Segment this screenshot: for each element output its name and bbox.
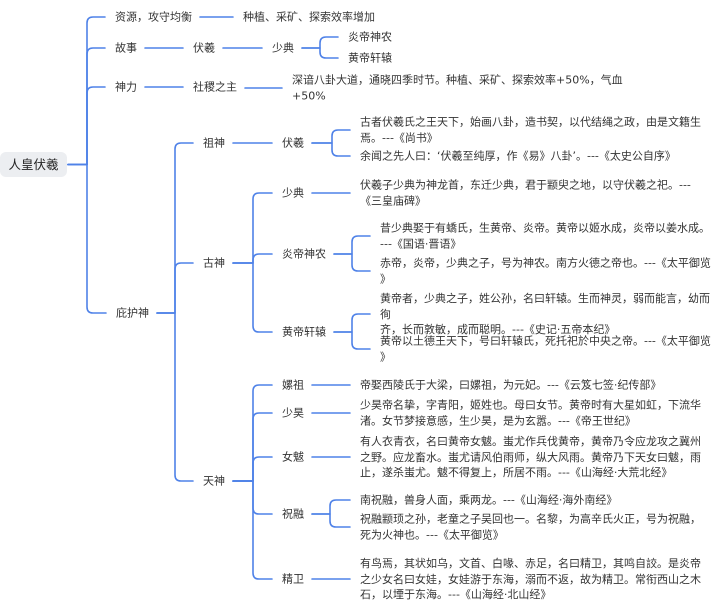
quote-leizu[interactable]: 帝娶西陵氏于大梁，曰嫘祖，为元妃。---《云笈七签·纪传部》 (360, 378, 662, 392)
node-ancestor-fuxi[interactable]: 伏羲 (282, 136, 304, 150)
connector-tn-nb (232, 456, 273, 482)
quote-shaohao[interactable]: 少昊帝名挚，字青阳，姬姓也。母曰女节。黄帝时有大星如虹，下流华 渚。女节梦接意感… (360, 398, 701, 428)
node-heaven-shaohao[interactable]: 少昊 (282, 406, 304, 420)
node-heaven-zhurong[interactable]: 祝融 (282, 507, 304, 521)
node-story-huangdi[interactable]: 黄帝轩辕 (348, 51, 392, 65)
quote-shaodian[interactable]: 伏羲子少典为神龙首，东迁少典，君于颛臾之地，以守伏羲之祀。--- 《三皇庙碑》 (360, 178, 691, 208)
quote-fuxi-2[interactable]: 余闻之先人曰：‘伏羲至纯厚，作《易》八卦’。---《太史公自序》 (360, 149, 676, 163)
node-story-fuxi[interactable]: 伏羲 (193, 41, 215, 55)
connector-gu_hd-q6 (333, 313, 371, 333)
quote-jingwei[interactable]: 有鸟焉，其状如乌，文首、白喙、赤足，名曰精卫，其鸣自詨。是炎帝 之少女名曰女娃，… (360, 556, 701, 601)
node-heaven-jingwei[interactable]: 精卫 (282, 572, 304, 586)
quote-huangdi-1[interactable]: 黄帝者，少典之子，姓公孙，名曰轩辕。生而神灵，弱而能言，幼而徇 齐，长而敦敏，成… (380, 291, 710, 336)
node-protector[interactable]: 庇护神 (116, 306, 149, 320)
node-ancestor-god[interactable]: 祖神 (203, 136, 225, 150)
node-resources-effect[interactable]: 种植、采矿、探索效率增加 (243, 10, 375, 24)
connector-zu_fx-q1 (311, 129, 351, 144)
quote-zhurong-1[interactable]: 南祝融，兽身人面，乘两龙。---《山海经·海外南经》 (360, 493, 618, 507)
node-power-title[interactable]: 社稷之主 (193, 80, 237, 94)
connector-zr-q12 (311, 513, 351, 528)
quote-huangdi-2[interactable]: 黄帝以土德王天下，号曰轩辕氏，死托祀於中央之帝。---《太平御览 》 (380, 334, 711, 364)
node-heaven-leizu[interactable]: 嫘祖 (282, 378, 304, 392)
connector-zr-q11 (311, 499, 351, 515)
connector-root-pw (67, 86, 106, 166)
node-ancient-huangdi[interactable]: 黄帝轩辕 (282, 325, 326, 339)
connector-st_sd-st_hd (301, 47, 339, 59)
quote-fuxi-1[interactable]: 古者伏羲氏之王天下，始画八卦，造书契，以代结绳之政，由是文籍生 焉。---《尚书… (360, 115, 701, 145)
quote-zhurong-2[interactable]: 祝融颛顼之孙，老童之子吴回也一。名黎，为高辛氏火正，号为祝融， 死为火神也。--… (360, 512, 701, 542)
connector-gu-gu_hd (232, 262, 273, 333)
root-node[interactable]: 人皇伏羲 (0, 152, 67, 177)
connector-tn-jw (232, 480, 273, 580)
connector-st_sd-st_yd (301, 36, 339, 49)
node-power[interactable]: 神力 (115, 80, 137, 94)
quote-yandi-1[interactable]: 昔少典娶于有蟜氏，生黄帝、炎帝。黄帝以姬水成，炎帝以姜水成。 ---《国语·晋语… (380, 221, 710, 251)
connector-gu_hd-q7 (333, 331, 371, 350)
node-heaven-god[interactable]: 天神 (203, 474, 225, 488)
node-story-shaodian[interactable]: 少典 (272, 41, 294, 55)
node-heaven-nuba[interactable]: 女魃 (282, 450, 304, 464)
connector-root-pr (67, 163, 107, 314)
connector-pr-gu (156, 262, 194, 314)
node-ancient-shaodian[interactable]: 少典 (282, 186, 304, 200)
node-resources[interactable]: 资源，攻守均衡 (115, 10, 192, 24)
node-power-effect[interactable]: 深谙八卦大道，通晓四季时节。种植、采矿、探索效率+50%，气血 +50% (292, 73, 623, 103)
connector-zu_fx-q2 (311, 142, 351, 157)
connector-gu_yd-q5 (333, 253, 371, 272)
quote-nuba[interactable]: 有人衣青衣，名曰黄帝女魃。蚩尤作兵伐黄帝，黄帝乃令应龙攻之冀州 之野。应龙畜水。… (360, 434, 701, 479)
connector-pr-tn (156, 312, 194, 482)
connector-gu_yd-q4 (333, 235, 371, 255)
node-ancient-god[interactable]: 古神 (203, 256, 225, 270)
node-ancient-yandi[interactable]: 炎帝神农 (282, 247, 326, 261)
quote-yandi-2[interactable]: 赤帝，炎帝，少典之子，号为神农。南方火德之帝也。---《太平御览 》 (380, 256, 711, 286)
node-story[interactable]: 故事 (115, 41, 137, 55)
connector-gu-gu_sd (232, 192, 273, 264)
node-story-yandi[interactable]: 炎帝神农 (348, 30, 392, 44)
